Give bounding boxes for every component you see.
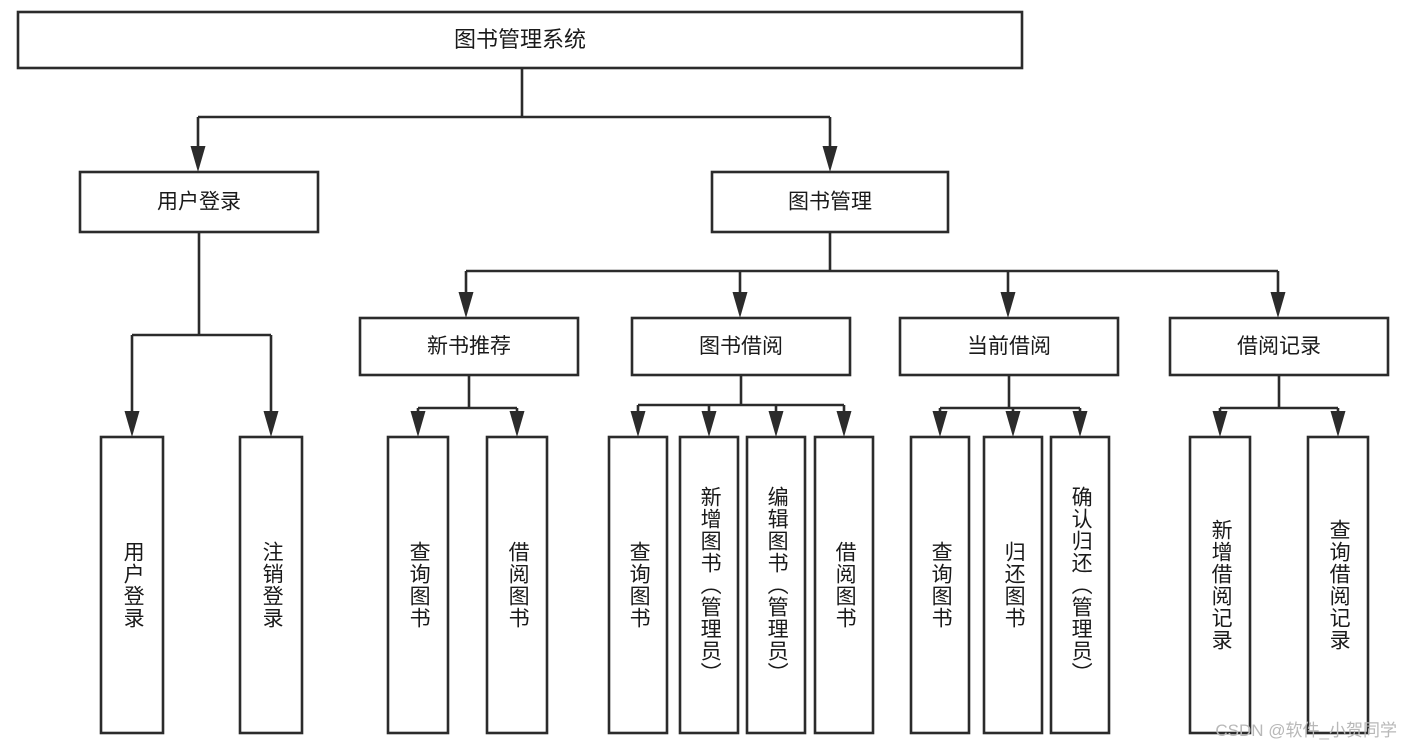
new-book-recommend-drop-1-arrowhead	[509, 411, 525, 437]
root-drop-1-arrowhead	[822, 146, 838, 172]
node-label-book-borrow: 图书借阅	[699, 335, 783, 358]
current-borrow-drop-2-arrowhead	[1072, 411, 1088, 437]
node-box-leaf-edit-book[interactable]	[745, 435, 807, 735]
node-leaf-add-borrow-record[interactable]	[1188, 435, 1252, 735]
book-borrow-drop-0-arrowhead	[630, 411, 646, 437]
current-borrow-drop-1-arrowhead	[1005, 411, 1021, 437]
node-leaf-borrow-book[interactable]	[813, 435, 875, 735]
node-book-manage[interactable]: 图书管理	[710, 170, 950, 234]
node-label-new-book-recommend: 新书推荐	[427, 335, 511, 358]
node-box-root[interactable]	[16, 10, 1024, 70]
node-box-leaf-query-book-recommend[interactable]	[386, 435, 450, 735]
node-box-leaf-user-login[interactable]	[99, 435, 165, 735]
node-leaf-borrow-book-recommend[interactable]	[485, 435, 549, 735]
node-leaf-confirm-return[interactable]	[1049, 435, 1111, 735]
node-label-book-manage: 图书管理	[788, 191, 872, 214]
node-leaf-return-book[interactable]	[982, 435, 1044, 735]
node-book-borrow[interactable]: 图书借阅	[630, 316, 852, 377]
node-leaf-user-login[interactable]	[99, 435, 165, 735]
book-manage-drop-1-arrowhead	[732, 292, 748, 318]
connector-layer	[124, 68, 1346, 437]
node-leaf-query-book-borrow[interactable]	[607, 435, 669, 735]
user-login-drop-0-arrowhead	[124, 411, 140, 437]
node-leaf-add-book[interactable]	[678, 435, 740, 735]
node-box-leaf-query-book-borrow[interactable]	[607, 435, 669, 735]
node-box-user-login[interactable]	[78, 170, 320, 234]
node-box-leaf-query-borrow-record[interactable]	[1306, 435, 1370, 735]
book-borrow-drop-2-arrowhead	[768, 411, 784, 437]
node-box-leaf-add-book[interactable]	[678, 435, 740, 735]
new-book-recommend-drop-0-arrowhead	[410, 411, 426, 437]
node-label-current-borrow: 当前借阅	[967, 335, 1051, 358]
node-box-book-borrow[interactable]	[630, 316, 852, 377]
node-box-leaf-add-borrow-record[interactable]	[1188, 435, 1252, 735]
node-root[interactable]: 图书管理系统	[16, 10, 1024, 70]
node-leaf-query-borrow-record[interactable]	[1306, 435, 1370, 735]
root-drop-0-arrowhead	[190, 146, 206, 172]
node-leaf-edit-book[interactable]	[745, 435, 807, 735]
borrow-record-drop-0-arrowhead	[1212, 411, 1228, 437]
node-box-borrow-record[interactable]	[1168, 316, 1390, 377]
node-box-book-manage[interactable]	[710, 170, 950, 234]
book-manage-drop-0-arrowhead	[458, 292, 474, 318]
user-login-drop-1-arrowhead	[263, 411, 279, 437]
borrow-record-drop-1-arrowhead	[1330, 411, 1346, 437]
csdn-watermark: CSDN @软件_小贺同学	[1215, 721, 1397, 740]
node-user-login[interactable]: 用户登录	[78, 170, 320, 234]
node-current-borrow[interactable]: 当前借阅	[898, 316, 1120, 377]
book-manage-drop-2-arrowhead	[1000, 292, 1016, 318]
node-label-root: 图书管理系统	[454, 27, 586, 52]
book-borrow-drop-1-arrowhead	[701, 411, 717, 437]
node-label-borrow-record: 借阅记录	[1237, 335, 1321, 358]
node-box-leaf-return-book[interactable]	[982, 435, 1044, 735]
book-manage-drop-3-arrowhead	[1270, 292, 1286, 318]
current-borrow-drop-0-arrowhead	[932, 411, 948, 437]
node-borrow-record[interactable]: 借阅记录	[1168, 316, 1390, 377]
node-leaf-query-book-current[interactable]	[909, 435, 971, 735]
node-box-leaf-query-book-current[interactable]	[909, 435, 971, 735]
node-box-leaf-borrow-book-recommend[interactable]	[485, 435, 549, 735]
node-label-user-login: 用户登录	[157, 191, 241, 214]
node-leaf-query-book-recommend[interactable]	[386, 435, 450, 735]
node-leaf-logout[interactable]	[238, 435, 304, 735]
node-box-leaf-logout[interactable]	[238, 435, 304, 735]
node-box-leaf-confirm-return[interactable]	[1049, 435, 1111, 735]
node-box-new-book-recommend[interactable]	[358, 316, 580, 377]
book-borrow-drop-3-arrowhead	[836, 411, 852, 437]
node-box-current-borrow[interactable]	[898, 316, 1120, 377]
node-new-book-recommend[interactable]: 新书推荐	[358, 316, 580, 377]
node-box-leaf-borrow-book[interactable]	[813, 435, 875, 735]
